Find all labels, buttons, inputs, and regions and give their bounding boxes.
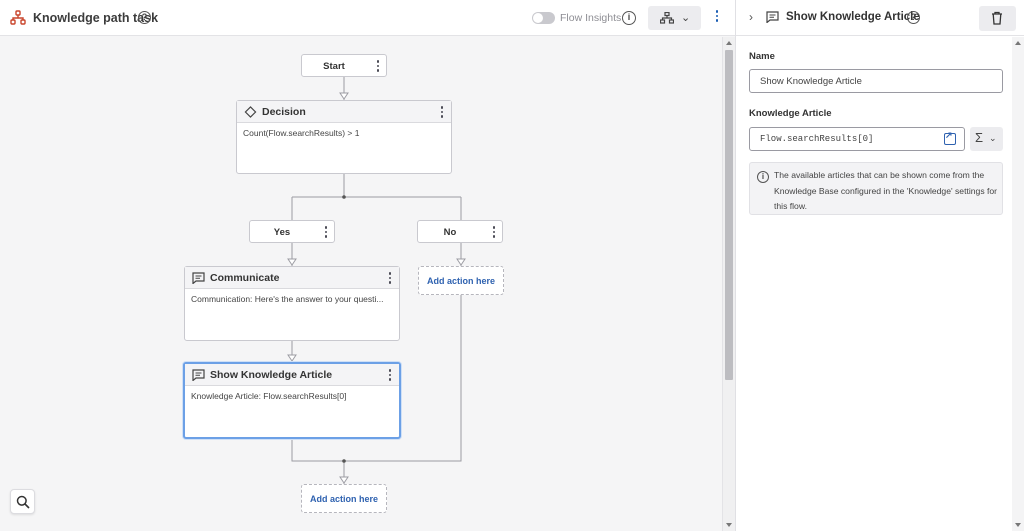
message-icon <box>766 11 779 23</box>
panel-header: › Show Knowledge Article ? <box>736 0 1024 36</box>
page-title: Knowledge path task <box>33 11 159 25</box>
decision-condition: Count(Flow.searchResults) > 1 <box>243 128 360 138</box>
flow-toolbar: Knowledge path task ? Flow Insights i ⌄ <box>0 0 735 36</box>
open-external-icon[interactable] <box>944 131 956 145</box>
help-circle-icon[interactable]: ? <box>907 11 920 24</box>
branch-yes-menu-button[interactable] <box>324 226 327 238</box>
article-value: Flow.searchResults[0] <box>760 134 874 144</box>
branch-yes-label: Yes <box>273 227 291 238</box>
article-label: Knowledge Article <box>749 108 832 119</box>
delete-button[interactable] <box>979 6 1016 31</box>
kebab-icon <box>712 10 722 22</box>
scroll-down-arrow-icon[interactable] <box>726 523 732 527</box>
org-chart-icon <box>10 10 26 25</box>
flow-insights-toggle[interactable] <box>532 12 555 24</box>
message-icon <box>192 369 205 381</box>
chevron-down-icon: ⌄ <box>989 133 997 143</box>
flow-pane: Knowledge path task ? Flow Insights i ⌄ <box>0 0 735 531</box>
scroll-down-arrow-icon[interactable] <box>1015 523 1021 527</box>
chevron-down-icon: ⌄ <box>681 12 691 24</box>
sigma-icon: Σ <box>975 130 984 145</box>
branch-no-menu-button[interactable] <box>492 226 495 238</box>
kebab-icon <box>388 272 391 284</box>
info-message: i The available articles that can be sho… <box>749 162 1003 215</box>
show-article-body: Knowledge Article: Flow.searchResults[0] <box>191 391 347 401</box>
decision-title: Decision <box>262 106 306 118</box>
info-icon: i <box>757 171 769 183</box>
canvas-scrollbar[interactable] <box>722 37 735 531</box>
panel-scrollbar[interactable] <box>1012 37 1024 531</box>
start-menu-button[interactable] <box>376 60 379 72</box>
flow-connectors <box>287 77 466 484</box>
show-article-title: Show Knowledge Article <box>210 369 333 381</box>
show-article-node[interactable]: Show Knowledge Article Knowledge Article… <box>183 362 401 439</box>
article-field[interactable]: Flow.searchResults[0] <box>749 127 965 151</box>
info-text: The available articles that can be shown… <box>774 170 998 211</box>
decision-menu-button[interactable] <box>440 106 443 118</box>
communicate-body: Communication: Here's the answer to your… <box>191 294 384 304</box>
branch-no-node[interactable]: No <box>417 220 503 243</box>
trash-icon <box>992 11 1002 25</box>
help-circle-icon[interactable]: ? <box>138 11 151 24</box>
add-action-end[interactable]: Add action here <box>301 484 387 513</box>
name-label: Name <box>749 51 775 62</box>
show-article-header: Show Knowledge Article <box>185 364 399 386</box>
diamond-icon <box>244 106 257 118</box>
kebab-icon <box>324 226 327 238</box>
communicate-header: Communicate <box>185 267 399 289</box>
add-action-no-branch[interactable]: Add action here <box>418 266 504 295</box>
scroll-up-arrow-icon[interactable] <box>1015 41 1021 45</box>
start-node[interactable]: Start <box>301 54 387 77</box>
info-icon[interactable]: i <box>622 11 636 25</box>
search-icon <box>16 495 30 509</box>
show-article-menu-button[interactable] <box>388 369 391 381</box>
flow-canvas[interactable]: Start Decision Count(Flow.searchResults)… <box>0 37 722 531</box>
zoom-search-button[interactable] <box>10 489 35 514</box>
kebab-icon <box>376 60 379 72</box>
panel-title: Show Knowledge Article <box>786 11 920 23</box>
kebab-icon <box>492 226 495 238</box>
properties-panel: › Show Knowledge Article ? Name Show Kno… <box>735 0 1024 531</box>
flow-insights-label: Flow Insights <box>560 12 622 24</box>
expression-button[interactable]: Σ⌄ <box>970 127 1003 151</box>
scroll-up-arrow-icon[interactable] <box>726 41 732 45</box>
branch-no-label: No <box>443 227 457 238</box>
communicate-title: Communicate <box>210 272 280 284</box>
name-field[interactable]: Show Knowledge Article <box>749 69 1003 93</box>
kebab-icon <box>440 106 443 118</box>
message-icon <box>192 272 205 284</box>
communicate-menu-button[interactable] <box>388 272 391 284</box>
decision-header: Decision <box>237 101 451 123</box>
collapse-chevron-icon[interactable]: › <box>749 10 753 24</box>
communicate-node[interactable]: Communicate Communication: Here's the an… <box>184 266 400 341</box>
more-options-button[interactable] <box>712 10 722 26</box>
layout-menu-button[interactable]: ⌄ <box>648 6 701 30</box>
layout-icon <box>660 12 674 24</box>
start-label: Start <box>323 61 345 72</box>
kebab-icon <box>388 369 391 381</box>
branch-yes-node[interactable]: Yes <box>249 220 335 243</box>
decision-node[interactable]: Decision Count(Flow.searchResults) > 1 <box>236 100 452 174</box>
scroll-thumb[interactable] <box>725 50 733 380</box>
